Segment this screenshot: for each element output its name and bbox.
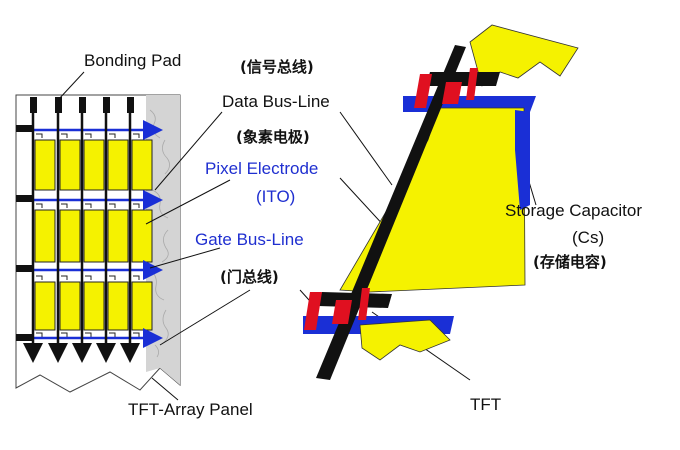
label-data-bus-zh: (信号总线) xyxy=(240,58,314,76)
label-bonding-pad: Bonding Pad xyxy=(84,51,182,70)
label-pixel-en: Pixel Electrode xyxy=(205,159,319,178)
storage-capacitor-strip xyxy=(515,110,530,210)
label-storage-cs: (Cs) xyxy=(572,228,605,247)
bonding-pads xyxy=(16,97,134,341)
label-pixel-zh: (象素电极) xyxy=(236,128,310,146)
label-tft: TFT xyxy=(470,395,502,414)
label-tft-array-panel: TFT-Array Panel xyxy=(128,400,253,419)
label-gate-bus-en: Gate Bus-Line xyxy=(195,230,304,249)
label-data-bus-en: Data Bus-Line xyxy=(222,92,330,111)
label-pixel-ito: (ITO) xyxy=(256,187,296,206)
upper-tft xyxy=(414,68,500,108)
panel-glass-edge xyxy=(146,95,180,385)
gate-bus-lines xyxy=(28,120,163,348)
tft-markers xyxy=(36,133,140,337)
data-bus-lines xyxy=(23,100,140,363)
label-storage-zh: (存储电容) xyxy=(533,253,607,271)
label-gate-bus-zh: (门总线) xyxy=(220,268,279,286)
pixel-electrodes xyxy=(34,139,153,331)
lower-ito-flag xyxy=(359,319,451,361)
pixel-structure xyxy=(303,24,579,380)
tft-array-panel xyxy=(15,94,181,393)
label-storage-en: Storage Capacitor xyxy=(505,201,643,220)
lower-tft xyxy=(304,288,392,330)
